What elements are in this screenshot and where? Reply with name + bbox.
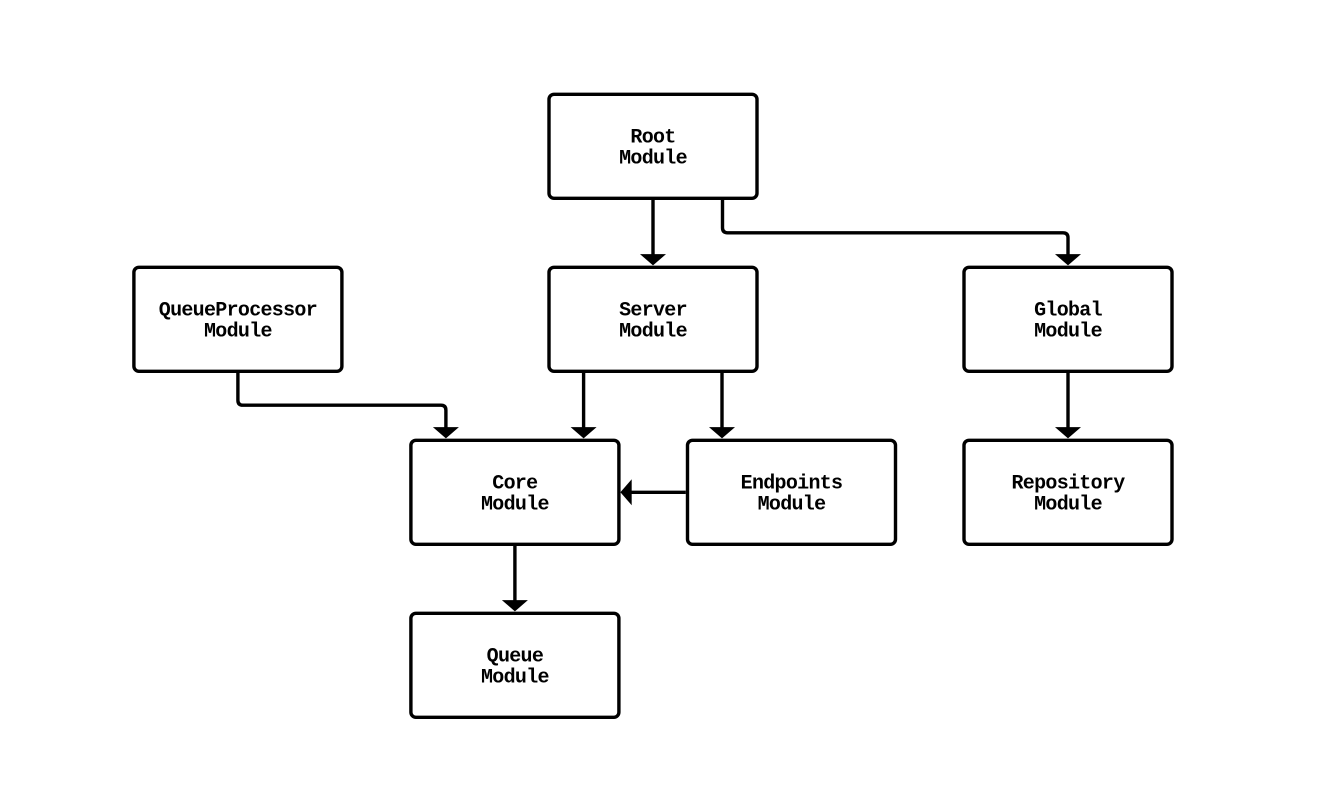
svg-text:Queue: Queue bbox=[487, 645, 544, 668]
svg-text:QueueProcessor: QueueProcessor bbox=[159, 299, 317, 322]
svg-text:Repository: Repository bbox=[1011, 472, 1125, 495]
svg-text:Module: Module bbox=[1034, 494, 1103, 517]
svg-text:Endpoints: Endpoints bbox=[741, 472, 843, 495]
svg-text:Core: Core bbox=[492, 472, 538, 495]
svg-text:Module: Module bbox=[619, 148, 688, 171]
svg-text:Module: Module bbox=[204, 321, 273, 344]
svg-text:Module: Module bbox=[481, 667, 550, 690]
svg-text:Module: Module bbox=[481, 494, 550, 517]
svg-text:Root: Root bbox=[630, 127, 675, 150]
svg-text:Module: Module bbox=[758, 494, 827, 517]
svg-text:Global: Global bbox=[1034, 299, 1103, 322]
svg-text:Module: Module bbox=[619, 321, 688, 344]
svg-text:Module: Module bbox=[1034, 321, 1103, 344]
svg-text:Server: Server bbox=[619, 299, 687, 322]
